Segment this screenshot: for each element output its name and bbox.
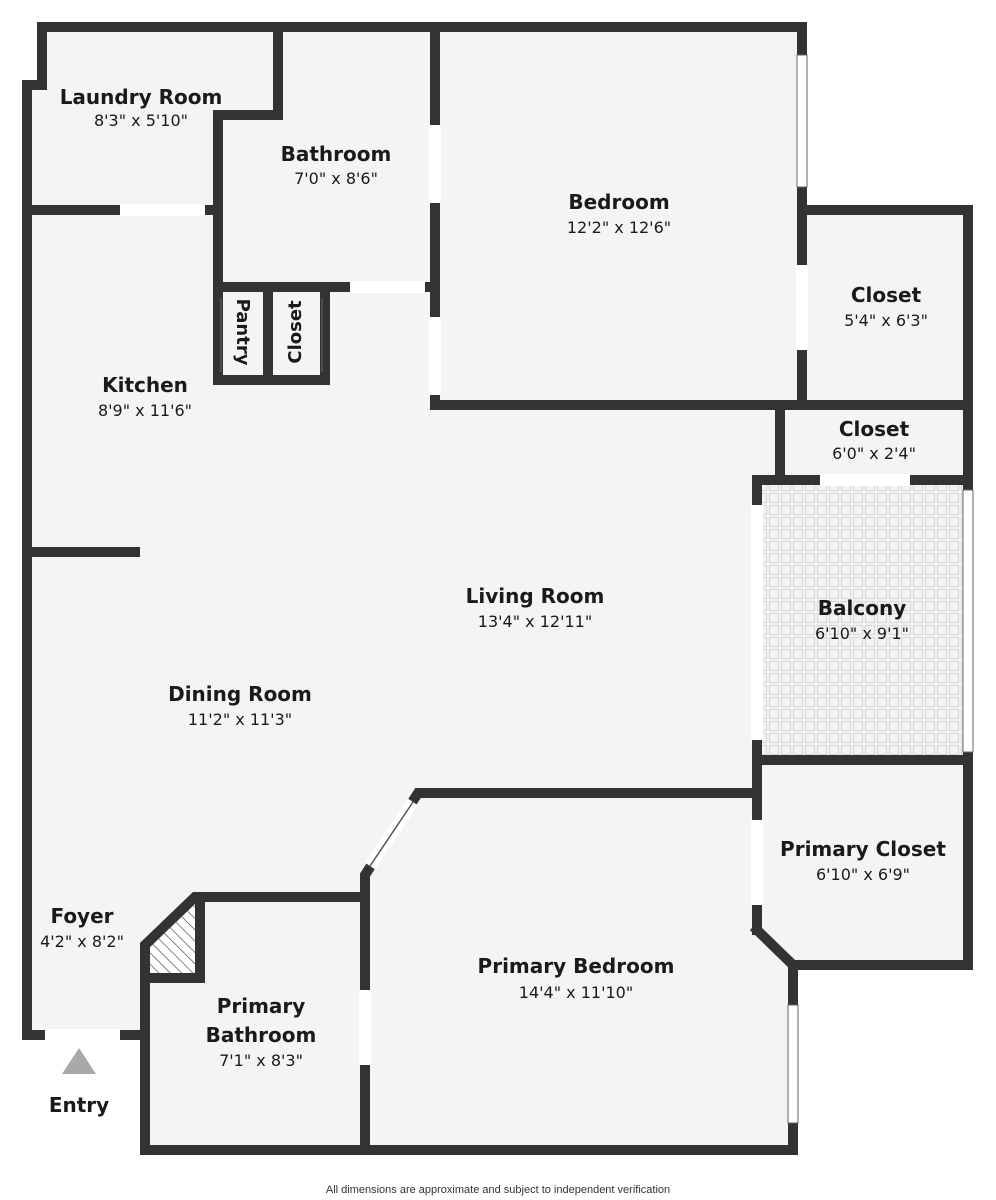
entry-label: Entry — [49, 1093, 109, 1117]
dining-room-name: Dining Room — [168, 682, 312, 706]
laundry-room-name: Laundry Room — [60, 85, 223, 109]
bedroom-window — [796, 54, 808, 188]
bedroom-closet-name: Closet — [851, 283, 922, 307]
shaft-hatch — [150, 900, 200, 975]
primary-bathroom-dims: 7'1" x 8'3" — [219, 1051, 303, 1070]
primary-bathroom-name-line1: Primary — [217, 994, 306, 1018]
entry-arrow-icon — [62, 1048, 96, 1074]
foyer-dims: 4'2" x 8'2" — [40, 932, 124, 951]
openings — [45, 125, 910, 1065]
bedroom-closet-dims: 5'4" x 6'3" — [844, 311, 928, 330]
pantry-name: Pantry — [232, 299, 253, 366]
primary-closet-dims: 6'10" x 6'9" — [816, 865, 910, 884]
kitchen-name: Kitchen — [102, 373, 188, 397]
primary-bedroom-dims: 14'4" x 11'10" — [519, 983, 633, 1002]
primary-bedroom-window — [787, 1004, 799, 1124]
primary-closet-name: Primary Closet — [780, 837, 946, 861]
kitchen-closet-name: Closet — [285, 300, 306, 364]
primary-bedroom-name: Primary Bedroom — [478, 954, 675, 978]
living-room-name: Living Room — [466, 584, 605, 608]
disclaimer: All dimensions are approximate and subje… — [326, 1184, 670, 1196]
balcony-name: Balcony — [818, 596, 906, 620]
dining-room-dims: 11'2" x 11'3" — [188, 710, 292, 729]
kitchen-dims: 8'9" x 11'6" — [98, 401, 192, 420]
small-closet-dims: 6'0" x 2'4" — [832, 444, 916, 463]
primary-bathroom-name-line2: Bathroom — [206, 1023, 317, 1047]
small-closet-name: Closet — [839, 417, 910, 441]
floor-fill — [27, 27, 968, 1150]
bathroom-name: Bathroom — [281, 142, 392, 166]
bedroom-name: Bedroom — [568, 190, 669, 214]
living-room-dims: 13'4" x 12'11" — [478, 612, 592, 631]
laundry-room-dims: 8'3" x 5'10" — [94, 111, 188, 130]
balcony-window — [962, 489, 974, 753]
bedroom-dims: 12'2" x 12'6" — [567, 218, 671, 237]
windows — [787, 54, 974, 1124]
balcony-floor — [757, 484, 968, 758]
balcony-dims: 6'10" x 9'1" — [815, 624, 909, 643]
bathroom-dims: 7'0" x 8'6" — [294, 169, 378, 188]
foyer-name: Foyer — [50, 904, 113, 928]
